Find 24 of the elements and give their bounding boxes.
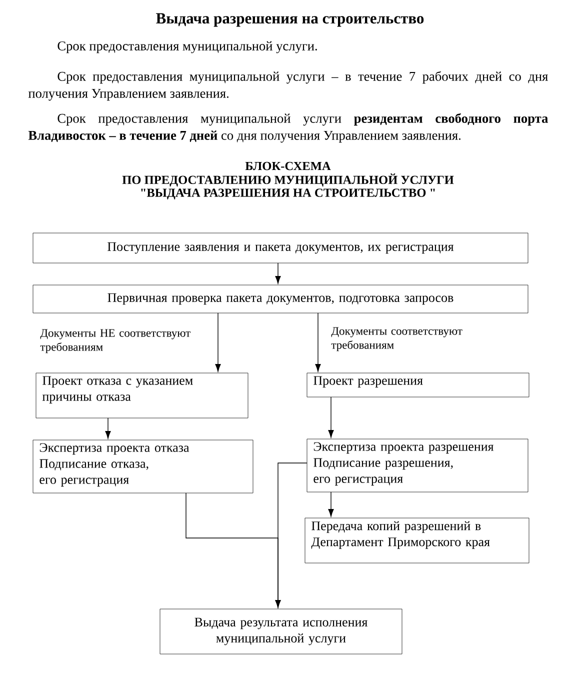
- arrow: [275, 262, 281, 284]
- process-box: Проект разрешения: [306, 372, 530, 398]
- arrow: [215, 312, 221, 372]
- process-box: Первичная проверка пакета документов, подготовка запросов: [32, 284, 528, 314]
- process-box: Передача копий разрешений в Департамент Приморского края: [304, 518, 530, 564]
- arrow: [275, 462, 308, 608]
- heading: "ВЫДАЧА РАЗРЕШЕНИЯ НА СТРОИТЕЛЬСТВО ": [141, 188, 435, 200]
- process-box: Поступление заявления и пакета документов, их регистрация: [32, 232, 528, 264]
- arrow: [328, 492, 334, 517]
- edge-label: Документы НЕ соответствуют требованиям: [40, 329, 190, 354]
- arrow: [328, 396, 334, 438]
- edge-label: Документы соответствуют требованиям: [331, 327, 462, 352]
- heading: ПО ПРЕДОСТАВЛЕНИЮ МУНИЦИПАЛЬНОЙ УСЛУГИ: [122, 173, 454, 187]
- paragraph: Срок предоставления муниципальной услуги – в течение 7 рабочих дней со дня получения Управлением заявления.: [28, 71, 548, 101]
- arrow: [105, 418, 111, 439]
- process-box: Экспертиза проекта отказа Подписание отказа, его регистрация: [32, 440, 254, 494]
- process-box: Выдача результата исполнения муниципальной услуги: [160, 608, 402, 654]
- paragraph: Срок предоставления муниципальной услуги.: [58, 41, 317, 54]
- heading: БЛОК-СХЕМА: [245, 162, 331, 170]
- process-box: Проект отказа с указанием причины отказа: [36, 372, 248, 418]
- paragraph: Срок предоставления муниципальной услуги резидентам свободного порта Владивосток – в течение 7 дней со дня получения Управлением заявления.: [28, 113, 548, 143]
- process-box: Экспертиза проекта разрешения Подписание разрешения, его регистрация: [306, 438, 528, 492]
- title: Выдача разрешения на строительство: [156, 13, 424, 27]
- arrow: [315, 312, 321, 372]
